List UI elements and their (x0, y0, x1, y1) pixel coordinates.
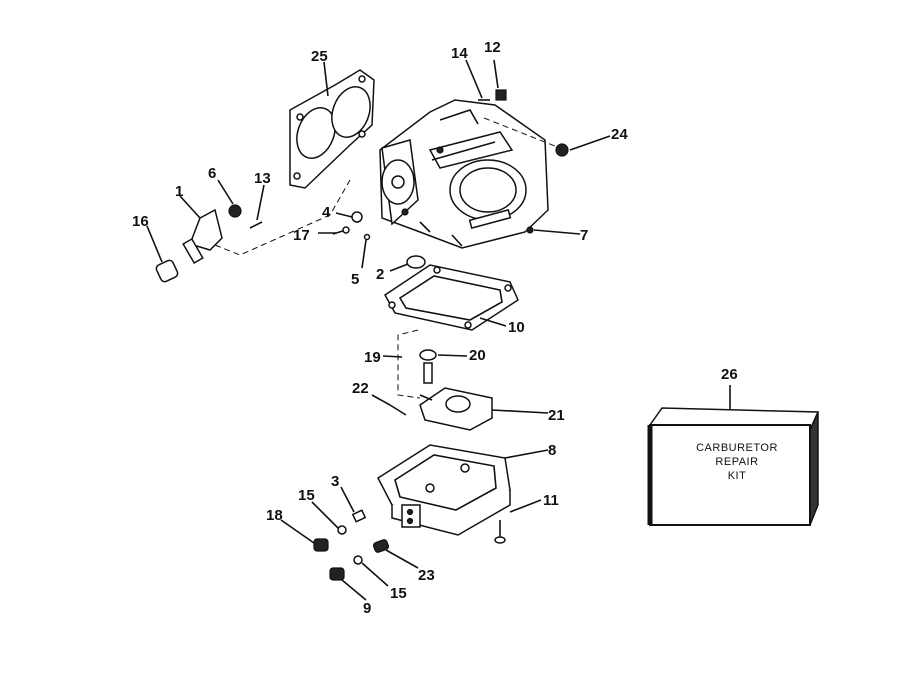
small-parts (155, 89, 569, 581)
leader-lines (146, 59, 731, 601)
callout-10: 10 (508, 319, 525, 336)
repair-kit-box-26 (647, 407, 820, 526)
callout-25: 25 (311, 48, 328, 65)
callout-19: 19 (364, 349, 381, 366)
callout-17: 17 (293, 227, 310, 244)
carburetor-body (379, 99, 549, 249)
bowl-gasket-10 (384, 264, 519, 331)
callout-20: 20 (469, 347, 486, 364)
callout-12: 12 (484, 39, 501, 56)
callout-18: 18 (266, 507, 283, 524)
callout-21: 21 (548, 407, 565, 424)
float-bowl-8 (377, 444, 511, 536)
callout-9: 9 (363, 600, 371, 617)
mounting-gasket-25 (289, 69, 375, 189)
callout-6: 6 (208, 165, 216, 182)
callout-26: 26 (721, 366, 738, 383)
callout-16: 16 (132, 213, 149, 230)
callout-15-upper: 15 (298, 487, 315, 504)
callout-23: 23 (418, 567, 435, 584)
callout-3: 3 (331, 473, 339, 490)
kit-label-line3: KIT (728, 470, 747, 482)
callout-24: 24 (611, 126, 628, 143)
callout-8: 8 (548, 442, 556, 459)
callout-13: 13 (254, 170, 271, 187)
callout-5: 5 (351, 271, 359, 288)
callout-2: 2 (376, 266, 384, 283)
kit-label-line2: REPAIR (715, 456, 758, 468)
assembly-lines (214, 117, 561, 399)
callout-7: 7 (580, 227, 588, 244)
callout-1: 1 (175, 183, 183, 200)
kit-label-line1: CARBURETOR (696, 442, 778, 454)
float-21 (419, 387, 493, 431)
callout-14: 14 (451, 45, 468, 62)
callout-4: 4 (322, 204, 331, 221)
callout-11: 11 (543, 492, 559, 509)
callout-15-lower: 15 (390, 585, 407, 602)
callout-22: 22 (352, 380, 369, 397)
